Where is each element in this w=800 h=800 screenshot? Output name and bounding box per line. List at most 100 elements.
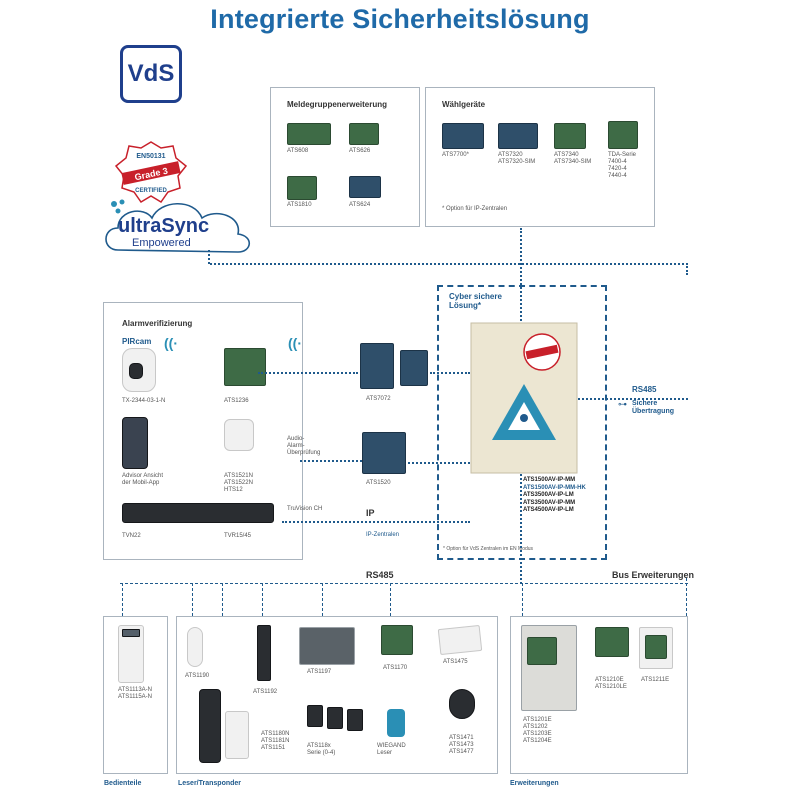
bus-erw-label: Bus Erweiterungen: [612, 570, 695, 580]
ats1471-label: ATS1471 ATS1473 ATS1477: [449, 735, 474, 755]
meldegruppen-panel: Meldegruppenerweiterung ATS608 ATS626 AT…: [270, 87, 420, 227]
model-2: ATS1500AV-IP-MM-HK: [523, 484, 586, 491]
cyber-label: Cyber sichere Lösung*: [449, 292, 502, 311]
panel-model-list: ATS1500AV-IP-MM ATS1500AV-IP-MM-HK ATS35…: [523, 477, 586, 515]
model-5: ATS4500AV-IP-LM: [523, 507, 574, 513]
ats1192-device: [257, 625, 271, 681]
ats1180-reader: [199, 689, 221, 763]
bus-line: [120, 583, 688, 584]
smartphone-device: [122, 417, 148, 469]
ats608-label: ATS608: [287, 148, 309, 154]
waehlgeraete-note: * Option für IP-Zentralen: [442, 206, 508, 212]
alarm-title: Alarmverifizierung: [122, 319, 193, 328]
rs485-bus-label: RS485: [366, 570, 394, 580]
bus-drop: [122, 583, 123, 616]
pircam-model-label: TX-2344-03-1-N: [122, 398, 166, 404]
ats1521-label: ATS1521N ATS1522N HTS12: [224, 473, 253, 493]
ats118x-reader-2: [327, 707, 343, 729]
alarmverifizierung-panel: Alarmverifizierung PIRcam ((· TX-2344-03…: [103, 302, 303, 560]
ip-label: IP: [366, 508, 375, 518]
ats7700-board: [442, 123, 484, 149]
certification-badge: EN50131 Grade 3 CERTIFIED: [114, 141, 188, 204]
bus-drop: [192, 583, 193, 616]
model-3: ATS3500AV-IP-LM: [523, 492, 574, 498]
ats608-board: [287, 123, 331, 145]
ats1520-board: [362, 432, 406, 474]
line-audio: [300, 460, 362, 462]
bus-drop: [222, 583, 223, 616]
ats1520-label: ATS1520: [366, 480, 391, 486]
ats1236-board: [224, 348, 266, 386]
ip-zentralen-label: IP-Zentralen: [366, 532, 400, 538]
ats626-label: ATS626: [349, 148, 371, 154]
ats1170-board: [381, 625, 413, 655]
sichere-label: Sichere Übertragung: [632, 400, 674, 416]
wifi-icon: ((·: [288, 335, 302, 351]
ats1190-device: [187, 627, 203, 667]
bedienteile-panel: ATS1113A-N ATS1115A-N: [103, 616, 168, 774]
ats1210-label: ATS1210E ATS1210LE: [595, 677, 627, 690]
ats7320-board: [498, 123, 538, 149]
wifi-icon: ((·: [164, 335, 178, 351]
ats1181-keypad: [225, 711, 249, 759]
ats118x-label: ATS118x Serie (0-4): [307, 743, 336, 756]
ats1211-label: ATS1211E: [641, 677, 670, 683]
ats1201-board: [527, 637, 557, 665]
ats1197-label: ATS1197: [307, 669, 332, 675]
wiegand-label: WIEGAND Leser: [377, 743, 406, 756]
center-note: * Option für VdS Zentralen im EN Modus: [443, 546, 534, 552]
key-icon: ⊶: [618, 399, 627, 409]
ats118x-reader-1: [307, 705, 323, 727]
ats1236-label: ATS1236: [224, 398, 249, 404]
badge-bottom-text: CERTIFIED: [135, 188, 167, 194]
ats7700-label: ATS7700*: [442, 152, 469, 158]
network-line-right: [686, 263, 688, 275]
ats626-board: [349, 123, 379, 145]
tvr-label: TVR15/45: [224, 533, 252, 539]
ats1180-label: ATS1180N ATS1181N ATS1151: [261, 731, 290, 751]
leser-footer: Leser/Transponder: [178, 780, 242, 787]
model-4: ATS3500AV-IP-MM: [523, 499, 576, 506]
bus-drop: [322, 583, 323, 616]
pircam-lens: [129, 363, 143, 379]
audio-label: Audio- Alarm- Überprüfung: [287, 436, 321, 456]
erweiterungen-panel: ATS1201E ATS1202 ATS1203E ATS1204E ATS12…: [510, 616, 688, 774]
keypad-display: [122, 629, 140, 637]
bus-drop: [390, 583, 391, 616]
ats7320-label: ATS7320 ATS7320-SIM: [498, 152, 536, 165]
ats1211-board: [645, 635, 667, 659]
ats7340-board: [554, 123, 586, 149]
line-ats7072: [430, 372, 470, 374]
ats1210-board: [595, 627, 629, 657]
wiegand-tag: [387, 709, 405, 737]
meldegruppen-title: Meldegruppenerweiterung: [287, 100, 388, 109]
ats7072-board-2: [400, 350, 428, 386]
tda-label: TDA-Serie 7400-4 7420-4 7440-4: [608, 152, 637, 179]
waehlgeraete-title: Wählgeräte: [442, 100, 486, 109]
tvn22-label: TVN22: [122, 533, 141, 539]
ats1810-label: ATS1810: [287, 202, 312, 208]
ats1475-label: ATS1475: [443, 659, 468, 665]
truvision-label: TruVision CH: [287, 506, 323, 512]
bus-drop: [262, 583, 263, 616]
ats1201-label: ATS1201E ATS1202 ATS1203E ATS1204E: [523, 717, 552, 744]
ats7340-label: ATS7340 ATS7340-SIM: [554, 152, 592, 165]
erweiterungen-footer: Erweiterungen: [510, 780, 559, 787]
bedienteile-label: ATS1113A-N ATS1115A-N: [118, 687, 153, 700]
line-truvision: [282, 521, 470, 523]
advisor-label: Advisor Ansicht der Mobil-App: [122, 473, 164, 486]
rs485-right-label: RS485: [632, 385, 657, 394]
line-rs485-right: [578, 398, 688, 400]
tda-board: [608, 121, 638, 149]
badge-top-text: EN50131: [136, 153, 165, 160]
ats1475-card: [437, 624, 483, 656]
ats1192-label: ATS1192: [253, 689, 278, 695]
ats7072-label: ATS7072: [366, 396, 391, 402]
ultrasync-name: ultraSync: [118, 215, 209, 237]
ats7072-board-1: [360, 343, 394, 389]
model-1: ATS1500AV-IP-MM: [523, 477, 576, 483]
bedienteile-footer: Bedienteile: [104, 780, 142, 787]
ats1471-fob: [449, 689, 475, 719]
ultrasync-sub: Empowered: [132, 237, 191, 249]
ats1170-label: ATS1170: [383, 665, 408, 671]
